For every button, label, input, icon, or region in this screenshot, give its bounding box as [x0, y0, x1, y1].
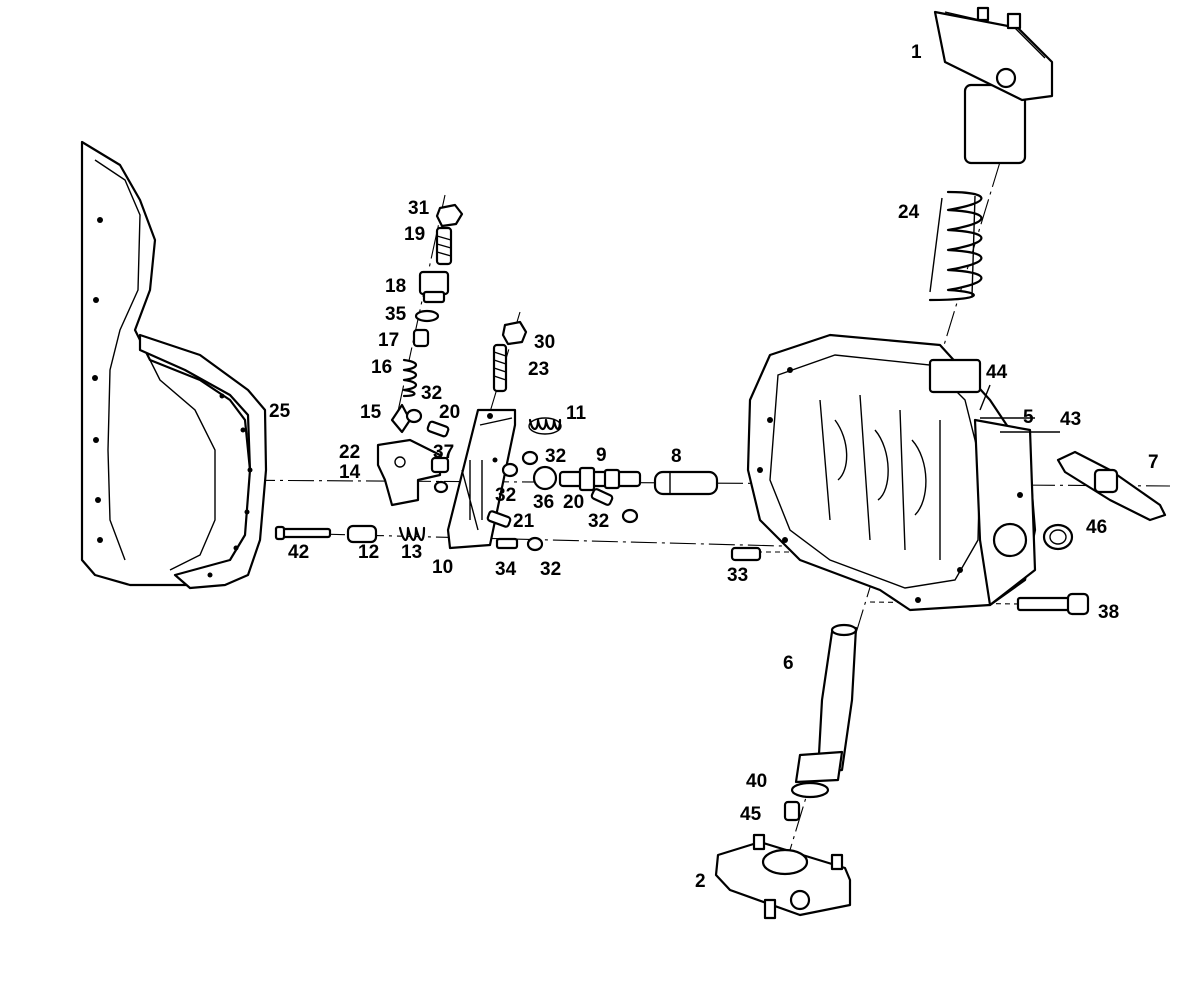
callout-13: 13 [401, 542, 422, 563]
part-40-o-ring [790, 781, 830, 799]
callout-9: 9 [596, 445, 607, 466]
callout-31: 31 [408, 198, 430, 219]
callout-20b: 20 [563, 492, 584, 513]
part-16-spring [402, 358, 418, 398]
part-17-cap [412, 328, 430, 348]
part-10-valve-plate [446, 408, 517, 550]
callout-12: 12 [358, 542, 379, 563]
callout-2: 2 [695, 871, 706, 892]
part-38-bolt [1016, 592, 1090, 616]
callout-23: 23 [528, 359, 549, 380]
part-33-dowel [730, 546, 762, 562]
part-2-lower-flange-block [714, 833, 852, 920]
left-casing [80, 140, 257, 587]
part-35-o-ring [414, 309, 440, 323]
callout-36: 36 [533, 492, 554, 513]
callout-43: 43 [1060, 409, 1081, 430]
part-20-pin-b [590, 488, 614, 506]
callout-38: 38 [1098, 602, 1119, 623]
callout-44: 44 [986, 362, 1008, 383]
callout-15: 15 [360, 402, 382, 423]
part-6-lower-plunger [794, 623, 858, 784]
callout-32d: 32 [588, 511, 609, 532]
part-32-washers [405, 408, 639, 552]
part-23-stud [492, 343, 508, 393]
callout-10: 10 [432, 557, 453, 578]
callout-35: 35 [385, 304, 407, 325]
callout-32a: 32 [421, 383, 442, 404]
callout-11: 11 [566, 403, 587, 424]
callout-42: 42 [288, 542, 309, 563]
part-46-plug [1042, 523, 1074, 551]
callout-33: 33 [727, 565, 748, 586]
part-11-spring [528, 417, 562, 435]
part-12-sleeve [346, 524, 378, 544]
callout-5: 5 [1023, 407, 1034, 428]
part-7-lever-arm [1056, 450, 1167, 522]
callout-6: 6 [783, 653, 794, 674]
part-31-nut [435, 203, 464, 228]
callout-16: 16 [371, 357, 392, 378]
part-9-valve-stem [558, 466, 642, 492]
callout-17: 17 [378, 330, 399, 351]
callout-34: 34 [495, 559, 517, 580]
callout-14: 14 [339, 462, 361, 483]
part-5-housing [746, 333, 1037, 612]
callout-40: 40 [746, 771, 767, 792]
part-22-bracket [376, 438, 442, 507]
part-19-stud [435, 226, 453, 266]
callout-37: 37 [433, 442, 454, 463]
callout-20a: 20 [439, 402, 460, 423]
callout-25: 25 [269, 401, 291, 422]
callout-19: 19 [404, 224, 425, 245]
callout-18: 18 [385, 276, 406, 297]
part-13-spring [398, 526, 426, 542]
callout-1: 1 [911, 42, 922, 63]
callout-8: 8 [671, 446, 682, 467]
part-8-sleeve [653, 470, 719, 496]
part-24-coil-spring [928, 190, 983, 302]
callout-45: 45 [740, 804, 762, 825]
part-34-pin [495, 537, 519, 550]
callout-21: 21 [513, 511, 535, 532]
part-42-bolt [274, 525, 332, 541]
part-45-bush [783, 800, 801, 822]
part-36-ball-joint [532, 465, 558, 491]
callout-30: 30 [534, 332, 555, 353]
part-18-plug [418, 270, 450, 304]
callout-22: 22 [339, 442, 360, 463]
leader-lines [979, 384, 1060, 433]
callout-labels: 1 24 44 5 43 7 46 38 6 40 45 2 8 9 33 31… [269, 42, 1159, 892]
gasket-25 [138, 333, 268, 590]
callout-32b: 32 [545, 446, 566, 467]
callout-24: 24 [898, 202, 920, 223]
callout-32c: 32 [495, 485, 516, 506]
part-20-pin-a [426, 420, 450, 438]
callout-46: 46 [1086, 517, 1107, 538]
part-21-pin [486, 510, 512, 528]
callout-7: 7 [1148, 452, 1159, 473]
callout-32e: 32 [540, 559, 561, 580]
part-30-nut [501, 320, 528, 346]
part-37-spring [430, 456, 450, 474]
part-1-cover-block [933, 6, 1054, 165]
